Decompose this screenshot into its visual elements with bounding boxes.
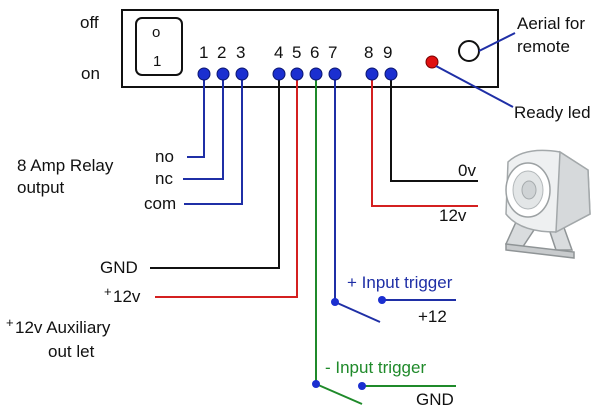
pos-trigger-label: + Input trigger xyxy=(347,273,453,292)
siren-0v-label: 0v xyxy=(458,161,476,180)
relay-com-wire xyxy=(184,74,243,205)
pos-trigger-switch-blade xyxy=(334,301,381,323)
relay-no-label: no xyxy=(155,147,174,166)
neg-trigger-gnd-dot xyxy=(358,382,366,390)
neg-trigger-label: - Input trigger xyxy=(325,358,426,377)
neg-trigger-contact-dot xyxy=(312,380,320,388)
terminal-number-8: 8 xyxy=(364,43,373,62)
neg-trigger-switch-blade xyxy=(315,383,363,405)
relay-nc-wire xyxy=(183,74,224,180)
pos-trigger-contact-dot xyxy=(331,298,339,306)
neg-trigger-supply-label: GND xyxy=(416,390,454,409)
pos-trigger-supply-label: +12 xyxy=(418,307,447,326)
terminal-number-9: 9 xyxy=(383,43,392,62)
relay-nc-label: nc xyxy=(155,169,173,188)
terminal-number-5: 5 xyxy=(292,43,301,62)
terminal-dot-7 xyxy=(328,67,342,81)
aerial-label-line2: remote xyxy=(517,37,570,56)
terminal-number-1: 1 xyxy=(199,43,208,62)
siren-12v-label: 12v xyxy=(439,206,467,225)
switch-off-label: off xyxy=(80,13,99,32)
terminal-number-7: 7 xyxy=(328,43,337,62)
terminal-dot-1 xyxy=(197,67,211,81)
terminal-dot-6 xyxy=(309,67,323,81)
siren-0v-wire xyxy=(390,74,478,182)
aux-desc-plus-sign: + xyxy=(6,315,14,330)
terminal-number-6: 6 xyxy=(310,43,319,62)
aux-desc-line2: out let xyxy=(48,342,95,361)
switch-on-label: on xyxy=(81,64,100,83)
gnd-label: GND xyxy=(100,258,138,277)
siren-icon xyxy=(504,149,591,259)
aux-value-label: 12v xyxy=(113,287,141,306)
aerial-receiver-icon xyxy=(458,40,480,62)
terminal-dot-5 xyxy=(290,67,304,81)
terminal-number-4: 4 xyxy=(274,43,283,62)
ready-led-icon xyxy=(425,55,439,69)
terminal-number-2: 2 xyxy=(217,43,226,62)
aux-plus-sign: + xyxy=(104,284,112,299)
siren-12v-wire xyxy=(371,74,478,207)
aerial-label-line1: Aerial for xyxy=(517,14,585,33)
switch-glyph-off: o xyxy=(152,24,160,41)
terminal-dots xyxy=(197,67,398,81)
relay-title-line2: output xyxy=(17,178,65,197)
aux-desc-line1: 12v Auxiliary xyxy=(15,318,111,337)
aux-12v-wire xyxy=(155,74,298,298)
terminal-dot-9 xyxy=(384,67,398,81)
relay-no-wire xyxy=(187,74,205,158)
aerial-pointer-line xyxy=(478,32,516,52)
terminal-dot-4 xyxy=(272,67,286,81)
pos-trigger-12v-dot xyxy=(378,296,386,304)
relay-com-label: com xyxy=(144,194,176,213)
gnd-wire xyxy=(150,74,280,269)
terminal-dot-8 xyxy=(365,67,379,81)
terminal-number-3: 3 xyxy=(236,43,245,62)
terminal-dot-2 xyxy=(216,67,230,81)
switch-glyph-on: 1 xyxy=(153,53,161,70)
ready-led-pointer-line xyxy=(435,65,514,108)
power-switch[interactable] xyxy=(135,17,183,76)
ready-led-label: Ready led xyxy=(514,103,591,122)
terminal-dot-3 xyxy=(235,67,249,81)
relay-title-line1: 8 Amp Relay xyxy=(17,156,114,175)
